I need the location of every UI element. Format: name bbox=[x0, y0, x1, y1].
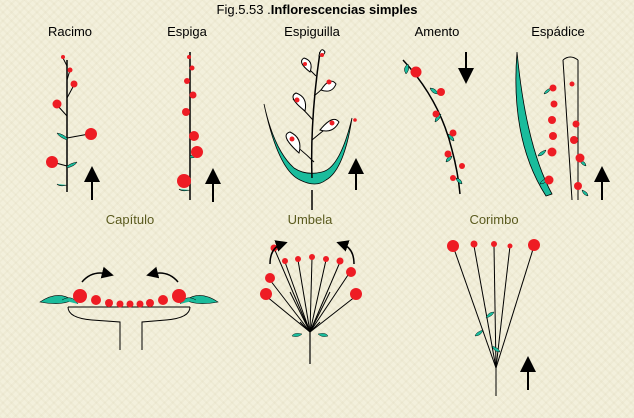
flower bbox=[85, 128, 97, 140]
flower bbox=[189, 91, 197, 99]
label-espadice: Espádice bbox=[531, 24, 585, 39]
label-umbela: Umbela bbox=[287, 212, 333, 227]
flower bbox=[326, 79, 332, 85]
flower bbox=[126, 300, 134, 308]
umbela-diagram bbox=[260, 240, 362, 364]
flower bbox=[575, 153, 585, 163]
corimbo-diagram bbox=[447, 239, 540, 396]
flower bbox=[444, 150, 452, 158]
espiga-diagram bbox=[177, 52, 221, 202]
flower bbox=[470, 240, 478, 248]
label-corimbo: Corimbo bbox=[469, 212, 519, 227]
label-espiga: Espiga bbox=[167, 24, 207, 39]
label-amento: Amento bbox=[414, 24, 460, 39]
flower bbox=[437, 88, 445, 96]
flower bbox=[67, 67, 73, 73]
flower bbox=[91, 295, 101, 305]
flower bbox=[189, 131, 199, 141]
flower bbox=[282, 258, 288, 264]
flower bbox=[447, 240, 459, 252]
espadice-diagram bbox=[515, 51, 610, 201]
flower bbox=[303, 62, 307, 66]
flower bbox=[116, 300, 124, 308]
flower bbox=[346, 267, 356, 277]
flower bbox=[570, 136, 578, 144]
espiguilla-diagram bbox=[263, 49, 364, 210]
flower bbox=[189, 65, 195, 71]
flower bbox=[410, 66, 422, 78]
flower bbox=[450, 175, 456, 181]
flower bbox=[191, 146, 203, 158]
flower bbox=[323, 256, 329, 262]
flower bbox=[353, 118, 357, 122]
flower bbox=[550, 100, 558, 108]
label-espiguilla: Espiguilla bbox=[284, 24, 340, 39]
figure-heading: Inflorescencias simples bbox=[270, 2, 418, 17]
flower bbox=[507, 243, 513, 249]
flower bbox=[182, 108, 190, 116]
flower bbox=[459, 163, 465, 169]
flower bbox=[574, 182, 582, 190]
flower bbox=[61, 55, 65, 59]
flower bbox=[549, 84, 557, 92]
flower bbox=[548, 116, 556, 124]
flower bbox=[320, 53, 324, 57]
flower bbox=[289, 136, 295, 142]
flower bbox=[491, 241, 497, 247]
flower bbox=[528, 239, 540, 251]
arrow-curved-icon bbox=[81, 266, 114, 283]
flower bbox=[70, 80, 78, 88]
flower bbox=[572, 120, 580, 128]
label-capitulo: Capítulo bbox=[105, 212, 155, 227]
flower bbox=[547, 147, 557, 157]
flower bbox=[187, 55, 191, 59]
flower bbox=[336, 257, 344, 265]
arrow-curved-icon bbox=[146, 266, 179, 283]
flower bbox=[260, 288, 272, 300]
flower bbox=[294, 97, 300, 103]
arrow-curved-icon bbox=[336, 240, 355, 265]
flower bbox=[544, 175, 554, 185]
flower bbox=[172, 289, 186, 303]
figure-title: Fig.5.53 .Inflorescencias simples bbox=[0, 2, 634, 17]
flower bbox=[569, 81, 575, 87]
flower bbox=[449, 129, 457, 137]
flower bbox=[177, 174, 191, 188]
flower bbox=[105, 299, 113, 307]
flower bbox=[158, 295, 168, 305]
flower bbox=[432, 110, 440, 118]
racimo-diagram bbox=[46, 55, 100, 200]
flower bbox=[549, 132, 557, 140]
flower bbox=[265, 273, 275, 283]
flower bbox=[146, 299, 154, 307]
amento-diagram bbox=[402, 52, 474, 195]
label-racimo: Racimo bbox=[47, 24, 93, 39]
flower bbox=[52, 99, 62, 109]
figure-number: Fig.5.53 . bbox=[216, 2, 271, 17]
flower bbox=[136, 300, 144, 308]
arrow-curved-icon bbox=[269, 240, 288, 265]
flower bbox=[295, 256, 301, 262]
flower bbox=[309, 254, 315, 260]
flower bbox=[350, 288, 362, 300]
flower bbox=[46, 156, 58, 168]
flower bbox=[329, 120, 335, 126]
flower bbox=[184, 78, 190, 84]
capitulo-diagram bbox=[39, 266, 219, 350]
flower bbox=[73, 289, 87, 303]
